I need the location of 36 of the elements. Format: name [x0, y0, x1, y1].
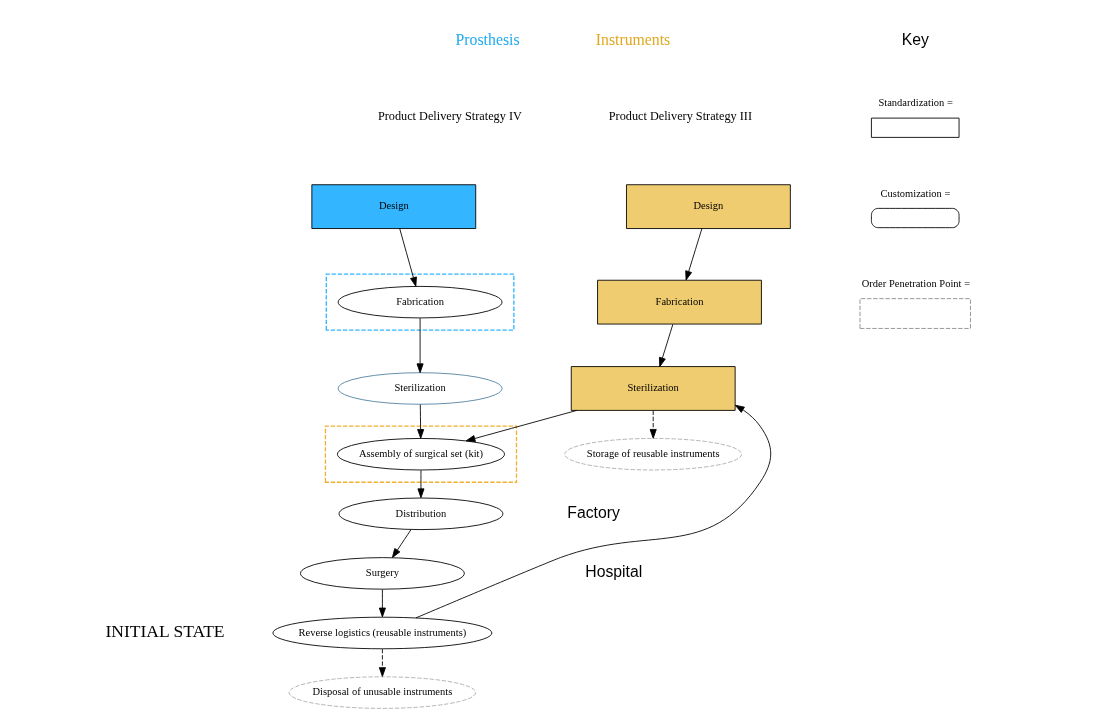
label: Product Delivery Strategy III — [608, 108, 752, 123]
arrow — [685, 228, 703, 281]
label: Key — [901, 31, 929, 49]
node-ellipse: Storage of reusable instruments — [564, 438, 743, 471]
arrow — [649, 410, 657, 439]
arrow — [658, 323, 674, 367]
legend-label: Order Penetration Point = — [861, 277, 971, 289]
cluster — [324, 425, 518, 483]
arrow — [378, 589, 386, 618]
node-box: Design — [311, 184, 477, 229]
node-ellipse: Disposal of unusable instruments — [288, 676, 477, 709]
node-ellipse: Distribution — [338, 497, 504, 531]
label: Product Delivery Strategy IV — [377, 108, 522, 123]
arrow — [415, 404, 772, 619]
node-ellipse: Assembly of surgical set (kit) — [336, 438, 505, 471]
label: Prosthesis — [455, 31, 520, 49]
node-box: Fabrication — [597, 279, 762, 325]
node-box: Sterilization — [570, 366, 736, 411]
arrow — [399, 228, 417, 287]
node-box: Design — [626, 184, 791, 229]
node-ellipse: Reverse logistics (reusable instruments) — [272, 616, 493, 650]
node-ellipse: Fabrication — [337, 285, 503, 319]
arrow — [392, 529, 412, 558]
node-ellipse: Sterilization — [337, 372, 503, 405]
arrow — [378, 648, 386, 677]
arrow — [417, 469, 425, 499]
label: Hospital — [585, 563, 643, 581]
arrow — [417, 404, 425, 439]
legend-label: Standardization = — [878, 97, 953, 109]
legend-label: Customization = — [880, 187, 951, 199]
label: Factory — [567, 503, 620, 521]
arrow — [416, 317, 424, 374]
arrow — [465, 409, 578, 442]
node-ellipse: Surgery — [300, 557, 465, 590]
label: INITIAL STATE — [105, 621, 225, 642]
label: Instruments — [595, 31, 671, 49]
